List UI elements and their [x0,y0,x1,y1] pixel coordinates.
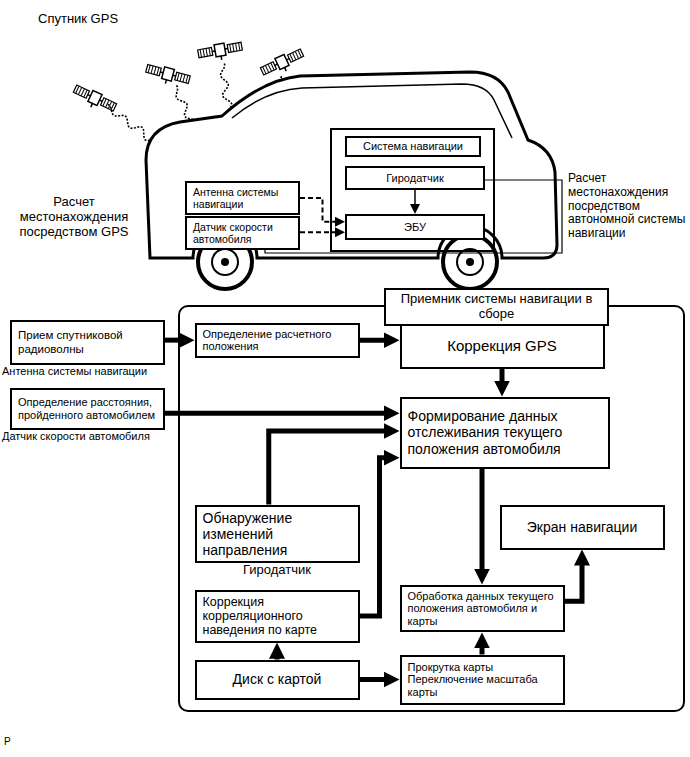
antenna-box: Антенна системы навигации [185,181,300,215]
box-text: Обнаружение изменений направления [203,510,352,558]
satellite-symbol [144,63,191,90]
box-heading: Приемник системы навигации в сборе [384,288,609,326]
process-box: Коррекция корреляционного наведения по к… [195,590,360,643]
flow-arrow [480,469,485,577]
navigation-system-box: Система навигацииГиродатчикЭБУ [330,128,495,252]
ecu-box: ЭБУ [345,214,485,240]
box-text: Прием спутниковой радиоволны [18,329,157,355]
satellite-symbol [71,83,118,116]
flow-arrow [269,431,392,504]
input-box: Определение расстояния, пройденного авто… [10,388,165,430]
flow-arrow [300,198,341,222]
flow-arrow [414,190,416,210]
box-text: Диск с картой [203,671,352,687]
flow-arrow [360,677,392,682]
flow-arrow [500,369,505,389]
part-caption: Гиродатчик [187,563,368,578]
figure-label: Расчет местонахождения посредством GPS [6,195,142,240]
box-text: Гиродатчик [353,172,477,185]
car-wheel [443,235,497,289]
flow-arrow [565,558,583,602]
process-box: Формирование данных отслеживания текущег… [400,397,610,469]
flow-arrow [360,338,392,343]
figure-code: P [4,736,24,748]
process-box: Обнаружение изменений направленияГиродат… [195,505,360,563]
car-wheel-hub [212,249,238,275]
figure-label: Расчет местонахождения посредством автон… [568,172,686,241]
map-disc-box: Диск с картой [195,660,360,700]
process-box: Определение расчетного положения [195,323,360,358]
part-caption: Антенна системы навигации [2,365,173,378]
flow-arrow [165,411,392,416]
leader-line [265,180,562,253]
box-text: Датчик скорости автомобиля [193,221,292,245]
box-text: Антенна системы навигации [193,186,292,210]
box-text: Определение расстояния, пройденного авто… [18,396,157,421]
box-text: Переключение масштаба карты [408,673,557,698]
box-text: Коррекция GPS [408,337,597,354]
box-text: Обработка данных текущего положения авто… [408,590,557,628]
figure-label: Спутник GPS [38,12,178,27]
receiver-assembly: Приемник системы навигации в сбореОпреде… [178,305,685,712]
box-heading: Система навигации [345,136,481,157]
flow-arrow [480,640,485,654]
box-text: Прокрутка карты [408,661,557,674]
flow-arrow [300,231,341,233]
box-text: Коррекция корреляционного наведения по к… [203,595,352,638]
speed-sensor-box: Датчик скорости автомобиля [185,216,300,250]
satellite-symbol [197,40,243,63]
flow-arrow [275,651,280,660]
part-caption: Датчик скорости автомобиля [2,430,173,443]
car-wheel-hub [466,258,474,266]
display-box: Экран навигации [500,505,665,550]
flow-arrow [360,458,392,616]
gyro-box: Гиродатчик [345,166,485,190]
car-body [146,72,557,258]
flow-arrow [165,338,187,343]
process-box: Прокрутка картыПереключение масштаба кар… [400,655,565,705]
box-text: Формирование данных отслеживания текущег… [408,408,602,456]
process-box: Коррекция GPS [400,323,605,369]
input-box: Прием спутниковой радиоволныАнтенна сист… [10,320,165,365]
car-wheel-hub [221,258,229,266]
box-text: ЭБУ [353,221,477,234]
box-text: Определение расчетного положения [203,328,352,353]
process-box: Обработка данных текущего положения авто… [400,585,565,633]
box-text: Экран навигации [508,519,657,535]
